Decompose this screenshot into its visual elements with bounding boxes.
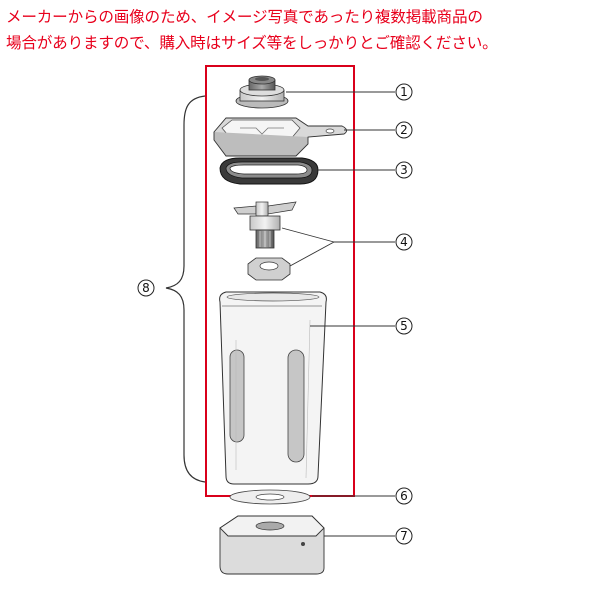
part-base-pad	[229, 489, 311, 505]
assembly-brace	[165, 95, 206, 483]
callout-7-number: 7	[400, 529, 408, 543]
part-blade	[233, 201, 297, 249]
callout-6-number: 6	[400, 489, 408, 503]
callout-8-number: 8	[142, 281, 150, 295]
part-lid	[213, 117, 347, 157]
callout-5: 5	[395, 317, 413, 335]
callout-6: 6	[395, 487, 413, 505]
part-base-block	[219, 515, 325, 575]
part-container	[219, 291, 327, 485]
callout-1-number: 1	[400, 85, 408, 99]
notice-line-2: 場合がありますので、購入時はサイズ等をしっかりとご確認ください。	[6, 34, 498, 52]
notice-line-1: メーカーからの画像のため、イメージ写真であったり複数掲載商品の	[6, 8, 483, 26]
leader-lines	[281, 91, 395, 537]
callout-3-number: 3	[400, 163, 408, 177]
callout-8: 8	[137, 279, 155, 297]
callout-4-number: 4	[400, 235, 408, 249]
callout-1: 1	[395, 83, 413, 101]
callout-3: 3	[395, 161, 413, 179]
notice-text: メーカーからの画像のため、イメージ写真であったり複数掲載商品の 場合がありますの…	[6, 4, 596, 56]
callout-7: 7	[395, 527, 413, 545]
part-nut	[247, 257, 291, 281]
callout-2-number: 2	[400, 123, 408, 137]
part-gasket	[219, 157, 319, 185]
callout-4: 4	[395, 233, 413, 251]
part-lid-cap	[235, 75, 289, 109]
callout-5-number: 5	[400, 319, 408, 333]
callout-2: 2	[395, 121, 413, 139]
